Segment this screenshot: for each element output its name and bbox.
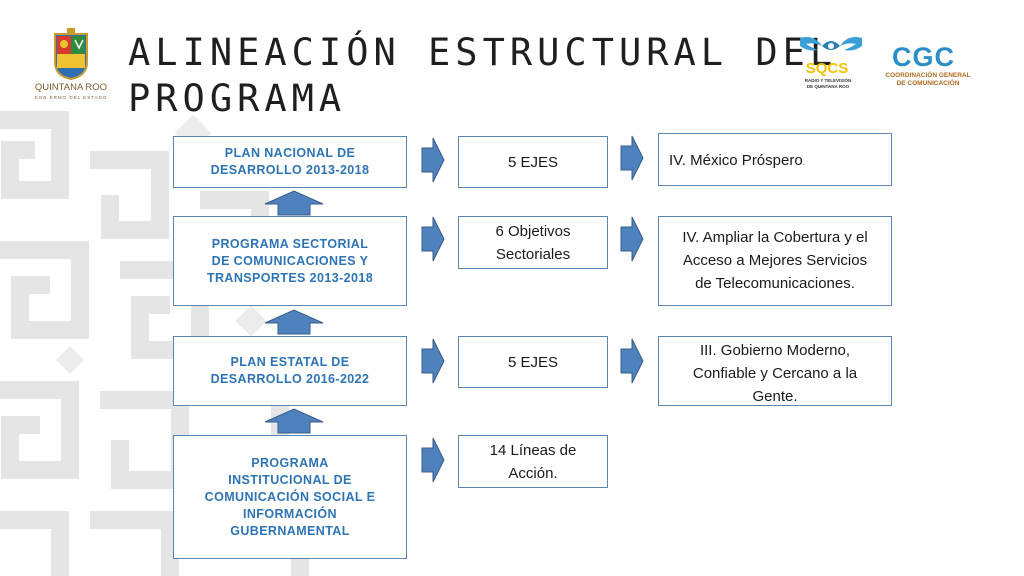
gobierno-moderno-line-1: III. Gobierno Moderno, xyxy=(699,342,851,359)
plan-nacional-line-1: PLAN NACIONAL DE xyxy=(224,146,356,160)
mexico-prospero-box: IV. México Próspero. xyxy=(658,133,892,186)
mexico-prospero-text: IV. México Próspero xyxy=(669,152,803,169)
bird-icon xyxy=(800,37,862,51)
programa-sectorial-line-1: PROGRAMA SECTORIAL xyxy=(211,236,369,251)
arrow-right-icon xyxy=(620,338,644,384)
lineas-accion-line-2: Acción. xyxy=(508,464,558,482)
quintana-roo-logo: QUINTANA ROO SON ERMO DEL ESTADO xyxy=(26,28,116,104)
ejes-estatal-text: 5 EJES xyxy=(507,353,559,371)
programa-sectorial-box: PROGRAMA SECTORIAL DE COMUNICACIONES Y T… xyxy=(173,216,407,306)
arrow-right-icon xyxy=(421,137,445,183)
coat-of-arms-icon xyxy=(54,28,88,80)
arrow-right-icon xyxy=(421,338,445,384)
page-title: ALINEACIÓN ESTRUCTURAL DEL PROGRAMA xyxy=(128,30,837,122)
lineas-accion-box: 14 Líneas de Acción. xyxy=(458,435,608,488)
ampliar-cobertura-line-2: Acceso a Mejores Servicios xyxy=(682,252,868,269)
logo-quintana-roo-tagline: SON ERMO DEL ESTADO xyxy=(34,95,108,100)
arrow-right-icon xyxy=(620,135,644,181)
mexico-prospero-suffix: . xyxy=(802,158,805,167)
arrow-right-icon xyxy=(421,216,445,262)
arrow-right-icon xyxy=(620,216,644,262)
ampliar-cobertura-line-1: IV. Ampliar la Cobertura y el xyxy=(682,229,868,246)
plan-estatal-line-2: DESARROLLO 2016-2022 xyxy=(210,372,370,386)
programa-institucional-line-4: INFORMACIÓN xyxy=(243,506,337,521)
programa-institucional-line-3: COMUNICACIÓN SOCIAL E xyxy=(204,489,376,504)
sqcs-logo-text: SQCS xyxy=(805,60,849,77)
programa-sectorial-line-2: DE COMUNICACIONES Y xyxy=(211,253,369,268)
lineas-accion-line-1: 14 Líneas de xyxy=(489,441,577,459)
ampliar-cobertura-box: IV. Ampliar la Cobertura y el Acceso a M… xyxy=(658,216,892,306)
cgc-logo-text: CGC xyxy=(892,42,955,72)
arrow-up-icon xyxy=(264,408,324,434)
cgc-logo: CGC COORDINACIÓN GENERAL DE COMUNICACIÓN xyxy=(878,42,978,92)
plan-nacional-line-2: DESARROLLO 2013-2018 xyxy=(210,163,370,177)
sqcs-logo-subtitle-1: RADIO Y TELEVISIÓN xyxy=(804,78,852,83)
programa-institucional-line-1: PROGRAMA xyxy=(251,455,329,470)
arrow-up-icon xyxy=(264,190,324,216)
plan-estatal-box: PLAN ESTATAL DE DESARROLLO 2016-2022 xyxy=(173,336,407,406)
cgc-logo-subtitle-2: DE COMUNICACIÓN xyxy=(896,80,960,87)
ejes-nacional-box: 5 EJES xyxy=(458,136,608,188)
arrow-right-icon xyxy=(421,437,445,483)
arrow-up-icon xyxy=(264,309,324,335)
gobierno-moderno-line-3: Gente. xyxy=(752,388,798,405)
programa-institucional-line-2: INSTITUCIONAL DE xyxy=(228,472,352,487)
ejes-estatal-box: 5 EJES xyxy=(458,336,608,388)
logo-quintana-roo-name: QUINTANA ROO xyxy=(34,82,108,93)
title-line-1: ALINEACIÓN ESTRUCTURAL DEL xyxy=(128,31,838,74)
ejes-nacional-text: 5 EJES xyxy=(507,153,559,171)
ampliar-cobertura-line-3: de Telecomunicaciones. xyxy=(695,275,855,292)
gobierno-moderno-box: III. Gobierno Moderno, Confiable y Cerca… xyxy=(658,336,892,406)
objetivos-line-2: Sectoriales xyxy=(495,245,571,263)
sqcs-logo-subtitle-2: DE QUINTANA ROO xyxy=(806,84,850,89)
gobierno-moderno-line-2: Confiable y Cercano a la xyxy=(692,365,858,382)
objetivos-sectoriales-box: 6 Objetivos Sectoriales xyxy=(458,216,608,269)
programa-sectorial-line-3: TRANSPORTES 2013-2018 xyxy=(206,270,374,285)
plan-estatal-line-1: PLAN ESTATAL DE xyxy=(230,355,350,369)
objetivos-line-1: 6 Objetivos xyxy=(495,222,571,240)
title-line-2: PROGRAMA xyxy=(128,77,347,120)
programa-institucional-box: PROGRAMA INSTITUCIONAL DE COMUNICACIÓN S… xyxy=(173,435,407,559)
plan-nacional-box: PLAN NACIONAL DE DESARROLLO 2013-2018 xyxy=(173,136,407,188)
sqcs-logo: SQCS RADIO Y TELEVISIÓN DE QUINTANA ROO xyxy=(792,32,872,96)
programa-institucional-line-5: GUBERNAMENTAL xyxy=(230,523,350,538)
cgc-logo-subtitle-1: COORDINACIÓN GENERAL xyxy=(885,72,971,79)
